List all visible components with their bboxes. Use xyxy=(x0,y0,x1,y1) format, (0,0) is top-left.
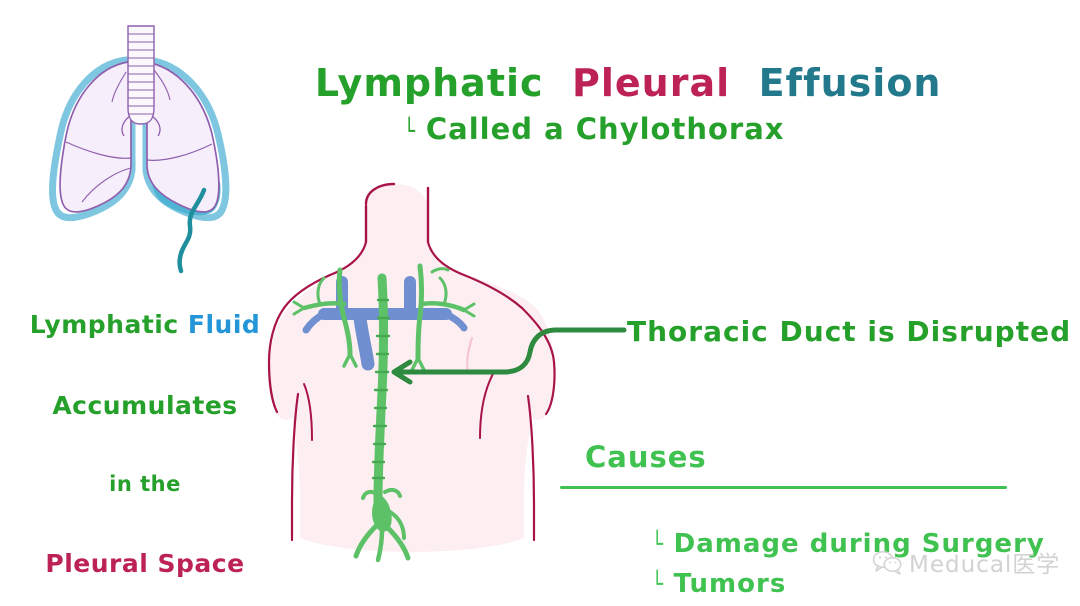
lymph-left-twig1 xyxy=(292,300,306,310)
armpit-right xyxy=(479,371,495,439)
vein-svc xyxy=(353,311,375,371)
subtitle-text: Called a Chylothorax xyxy=(425,112,785,146)
lymph-right-twig4 xyxy=(430,267,450,274)
causes-heading: Causes xyxy=(585,440,707,474)
duct-arrow-path xyxy=(393,327,627,375)
pleura-left xyxy=(49,56,136,221)
lymphatic-vessels xyxy=(292,263,476,372)
lymph-left-node-b xyxy=(348,352,358,368)
left-annotation-line2: Accumulates xyxy=(52,391,238,420)
left-lung-fissure xyxy=(65,141,132,159)
vein-branch-right xyxy=(442,310,468,332)
back-muscle-hint xyxy=(466,337,473,373)
right-lung-fissure xyxy=(146,143,213,161)
effusion-pointer-path xyxy=(177,187,207,274)
effusion-pointer-line xyxy=(118,186,228,274)
left-annotation-fluid: Fluid xyxy=(187,310,261,339)
causes-item-1: └ Damage during Surgery xyxy=(610,505,1045,583)
left-lung xyxy=(59,61,132,213)
title-word-lymphatic: Lymphatic xyxy=(314,61,544,105)
lymph-left-trunk xyxy=(336,267,353,357)
left-annotation: Lymphatic Fluid Accumulates in the Pleur… xyxy=(14,262,276,606)
thoracic-duct xyxy=(353,273,411,563)
page-title: Lymphatic Pleural Effusion xyxy=(258,26,941,140)
lymph-right-node-a xyxy=(410,356,420,372)
title-word-effusion: Effusion xyxy=(758,61,942,105)
watermark: Meducal医学 xyxy=(872,545,1060,579)
torso-diagram xyxy=(232,182,592,592)
lungs-diagram xyxy=(22,12,262,262)
causes-item-1-label: Damage during Surgery xyxy=(673,529,1045,559)
lymph-left-twig2 xyxy=(292,306,306,316)
arm-right-inner xyxy=(526,394,536,542)
lymph-left-horiz xyxy=(301,300,347,311)
neck-outline-left xyxy=(364,182,396,206)
branch-upper-left xyxy=(361,489,379,500)
right-lung xyxy=(145,61,220,213)
shoulder-left-outline xyxy=(267,306,286,414)
lymph-left-twig3 xyxy=(316,276,326,306)
trachea xyxy=(127,25,155,125)
lymph-right-node-b xyxy=(416,356,426,372)
thoracic-duct-callout-label: Thoracic Duct is Disrupted xyxy=(627,315,1072,348)
causes-bracket-icon-1: └ xyxy=(651,530,665,558)
subtitle-bracket-icon: └ xyxy=(403,117,417,145)
lymph-right-horiz xyxy=(419,301,467,313)
title-word-pleural: Pleural xyxy=(572,61,731,105)
torso-svg xyxy=(267,182,556,563)
left-annotation-line3: in the xyxy=(109,472,181,496)
branch-side-right xyxy=(388,510,406,540)
causes-underline xyxy=(560,486,1007,489)
watermark-text: Meducal医学 xyxy=(909,552,1061,578)
causes-bracket-icon-2: └ xyxy=(651,570,665,598)
left-lung-fissure-lower xyxy=(81,167,132,203)
lungs-svg xyxy=(49,25,230,221)
left-annotation-line1: Lymphatic Fluid xyxy=(14,312,276,337)
wechat-icon xyxy=(872,550,902,575)
tracheal-rings xyxy=(128,33,154,115)
lymph-right-trunk xyxy=(415,263,424,361)
duct-arrow-head xyxy=(391,359,413,385)
arm-left-inner xyxy=(290,392,300,542)
clavicle-left-contour xyxy=(282,240,368,310)
left-main-bronchus xyxy=(121,115,131,137)
left-annotation-line4: Pleural Space xyxy=(45,549,245,578)
branch-lower-right xyxy=(385,525,411,561)
vein-branch-left xyxy=(302,310,328,334)
left-lung-apex-line xyxy=(111,71,127,103)
clavicle-right-contour xyxy=(426,240,524,310)
lymph-right-twig1 xyxy=(462,302,476,312)
cisterna-branches xyxy=(353,487,411,563)
left-annotation-lymphatic: Lymphatic xyxy=(29,310,179,339)
armpit-left xyxy=(303,383,313,441)
thoracic-duct-main xyxy=(373,273,388,507)
causes-item-2-label: Tumors xyxy=(673,569,787,599)
shoulder-right-outline xyxy=(520,306,556,416)
thoracic-duct-valves xyxy=(371,298,391,480)
lymph-right-twig2 xyxy=(462,308,476,318)
right-main-bronchus xyxy=(151,115,161,137)
subtitle: └ Called a Chylothorax xyxy=(358,86,784,173)
lymph-left-node-a xyxy=(342,352,352,368)
lymph-right-twig3 xyxy=(438,276,448,306)
branch-lower-left xyxy=(353,523,379,559)
branch-upper-right xyxy=(383,487,402,498)
thoracic-duct-arrow xyxy=(378,318,628,398)
causes-item-2: └ Tumors xyxy=(610,545,786,606)
branch-mid xyxy=(375,527,385,563)
right-lung-apex-line xyxy=(153,69,171,101)
